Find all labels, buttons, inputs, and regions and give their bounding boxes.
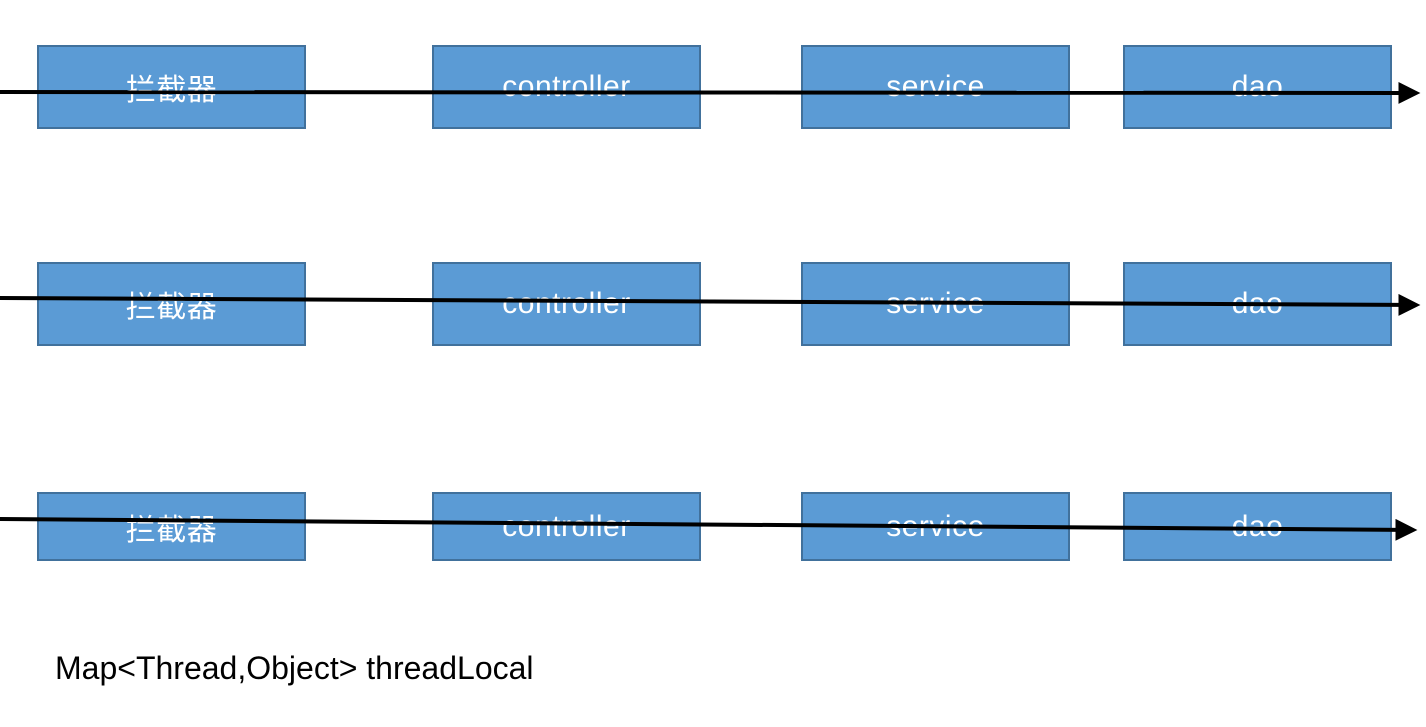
threadlocal-caption: Map<Thread,Object> threadLocal — [55, 650, 534, 686]
row2-box-service: service — [801, 262, 1070, 346]
row3-box-service: service — [801, 492, 1070, 561]
row3-box-interceptor: 拦截器 — [37, 492, 306, 561]
row1-box-interceptor: 拦截器 — [37, 45, 306, 129]
row2-box-interceptor: 拦截器 — [37, 262, 306, 346]
row1-box-dao: dao — [1123, 45, 1392, 129]
row1-box-controller: controller — [432, 45, 701, 129]
row2-box-controller: controller — [432, 262, 701, 346]
row3-box-dao: dao — [1123, 492, 1392, 561]
row1-box-service: service — [801, 45, 1070, 129]
row3-box-controller: controller — [432, 492, 701, 561]
row2-box-dao: dao — [1123, 262, 1392, 346]
